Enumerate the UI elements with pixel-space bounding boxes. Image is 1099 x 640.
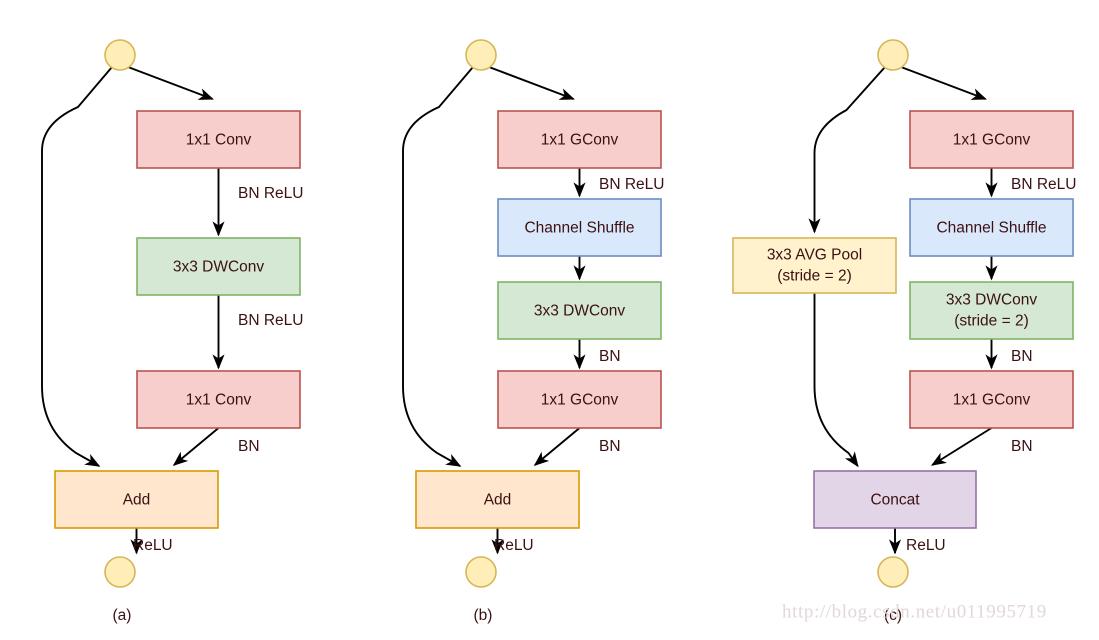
panel-c-edge-pool-to-sink bbox=[813, 293, 859, 468]
watermark-text: http://blog.csdn.net/u011995719 bbox=[782, 601, 1047, 622]
node-label-c-concat: Concat bbox=[870, 492, 920, 509]
panel-a-edge-main-to-sink bbox=[172, 427, 220, 466]
panel-b-caption: (b) bbox=[474, 607, 493, 624]
node-label-a-add: Add bbox=[123, 492, 151, 509]
node-label-a-dwconv: 3x3 DWConv bbox=[173, 259, 265, 276]
edge-label-a-bnrelu-1: BN ReLU bbox=[238, 185, 303, 202]
node-box-a-add[interactable] bbox=[54, 470, 219, 529]
node-label-a-conv2: 1x1 Conv bbox=[186, 392, 252, 409]
edge-label-c-bnrelu: BN ReLU bbox=[1011, 176, 1076, 193]
node-box-b-gconv2[interactable] bbox=[497, 370, 662, 429]
panel-a-input-terminal-circle bbox=[104, 39, 136, 71]
node-box-a-dwconv[interactable] bbox=[136, 237, 301, 296]
node-box-c-avgpool[interactable] bbox=[732, 237, 897, 294]
node-layer bbox=[54, 39, 1074, 588]
panel-b-output-terminal-circle bbox=[465, 556, 497, 588]
node-label-c-avgpool: 3x3 AVG Pool bbox=[767, 247, 862, 264]
panel-c-edge-input-to-main bbox=[900, 66, 987, 100]
node-label-b-dwconv: 3x3 DWConv bbox=[534, 303, 626, 320]
node-box-a-conv2[interactable] bbox=[136, 370, 301, 429]
panel-a-output-terminal-circle bbox=[104, 556, 136, 588]
node-box-b-shuffle[interactable] bbox=[497, 198, 662, 257]
edge-label-b-bn-2: BN bbox=[599, 438, 621, 455]
edge-label-c-relu: ReLU bbox=[906, 537, 946, 554]
panel-b-edge-input-to-main bbox=[488, 66, 575, 100]
node-label-c-gconv2: 1x1 GConv bbox=[953, 392, 1031, 409]
edge-label-c-bn-1: BN bbox=[1011, 348, 1033, 365]
edge-layer bbox=[41, 66, 998, 555]
node-box-c-gconv1[interactable] bbox=[909, 110, 1074, 169]
edge-label-b-relu: ReLU bbox=[494, 537, 534, 554]
node-label-b-shuffle: Channel Shuffle bbox=[524, 220, 634, 237]
node-label-b-gconv1: 1x1 GConv bbox=[541, 132, 619, 149]
node-box-c-dwconv[interactable] bbox=[909, 281, 1074, 340]
panel-c-input-terminal-circle bbox=[877, 39, 909, 71]
node-box-a-conv1[interactable] bbox=[136, 110, 301, 169]
panel-c-edge-main-to-sink bbox=[930, 427, 993, 466]
node-box-b-gconv1[interactable] bbox=[497, 110, 662, 169]
panel-c-caption: (c) bbox=[884, 607, 902, 624]
edge-label-b-bn-1: BN bbox=[599, 348, 621, 365]
panel-c-edge-input-to-pool bbox=[808, 66, 886, 234]
node-box-c-concat[interactable] bbox=[813, 470, 977, 529]
edge-label-a-bnrelu-2: BN ReLU bbox=[238, 312, 303, 329]
node-label-c-shuffle: Channel Shuffle bbox=[936, 220, 1046, 237]
node-sublabel-c-avgpool: (stride = 2) bbox=[777, 268, 852, 285]
edge-label-a-bn: BN bbox=[238, 438, 260, 455]
node-box-c-shuffle[interactable] bbox=[909, 198, 1074, 257]
edge-label-c-bn-2: BN bbox=[1011, 438, 1033, 455]
edge-label-b-bnrelu: BN ReLU bbox=[599, 176, 664, 193]
node-label-b-gconv2: 1x1 GConv bbox=[541, 392, 619, 409]
node-box-c-gconv2[interactable] bbox=[909, 370, 1074, 429]
node-label-c-gconv1: 1x1 GConv bbox=[953, 132, 1031, 149]
node-label-b-add: Add bbox=[484, 492, 512, 509]
panel-a-edge-shortcut bbox=[41, 66, 113, 467]
panel-c-output-terminal-circle bbox=[877, 556, 909, 588]
node-label-c-dwconv: 3x3 DWConv bbox=[946, 292, 1038, 309]
panel-b-edge-shortcut bbox=[402, 66, 474, 467]
panel-a-caption: (a) bbox=[113, 607, 132, 624]
panel-b-input-terminal-circle bbox=[465, 39, 497, 71]
node-label-a-conv1: 1x1 Conv bbox=[186, 132, 252, 149]
edge-label-a-relu: ReLU bbox=[133, 537, 173, 554]
panel-a-edge-input-to-main bbox=[127, 66, 214, 100]
node-box-b-add[interactable] bbox=[415, 470, 580, 529]
panel-b-edge-main-to-sink bbox=[533, 427, 581, 466]
node-box-b-dwconv[interactable] bbox=[497, 281, 662, 340]
node-sublabel-c-dwconv: (stride = 2) bbox=[954, 313, 1029, 330]
